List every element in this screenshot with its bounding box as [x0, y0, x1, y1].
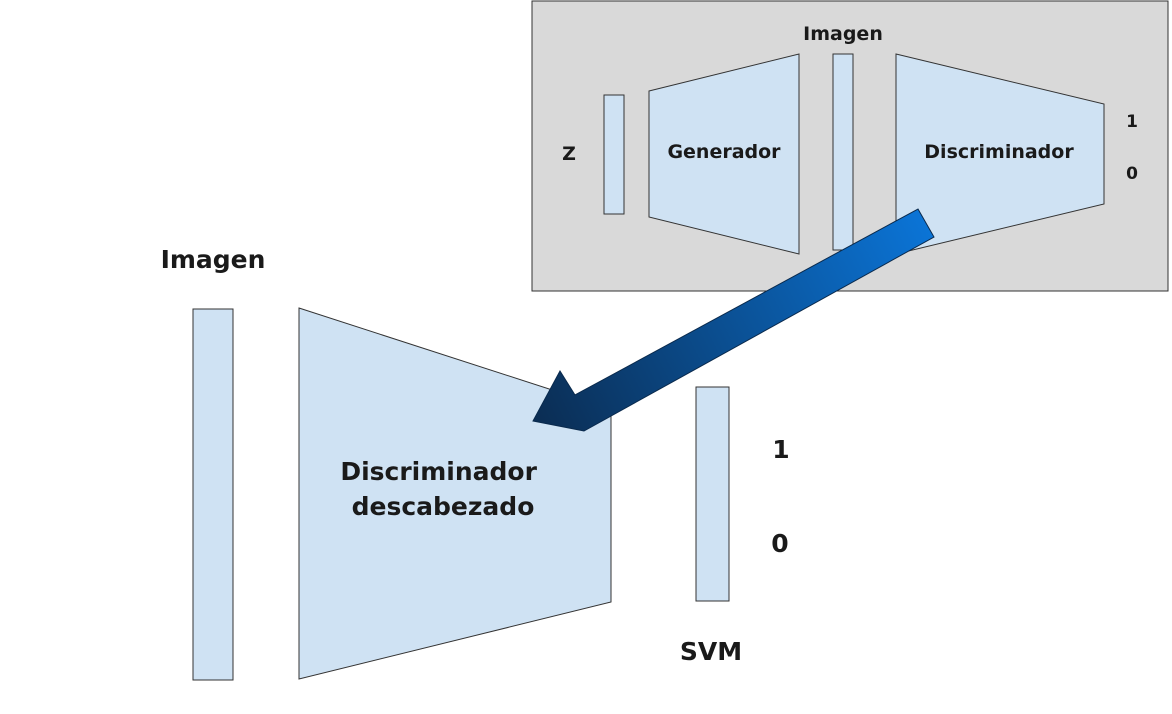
main-pipeline: Imagen Discriminador descabezado 1 0 SVM — [161, 245, 790, 681]
svm-output-zero: 0 — [771, 529, 788, 558]
headless-label-line2: descabezado — [352, 492, 535, 521]
inset-image-block — [832, 53, 854, 251]
inset-output-zero: 0 — [1126, 164, 1138, 184]
inset-output-one: 1 — [1126, 112, 1138, 132]
transfer-arrow — [532, 208, 935, 432]
main-image-label: Imagen — [161, 245, 266, 274]
headless-discriminator-block — [298, 307, 612, 680]
discriminator-block — [895, 53, 1105, 255]
svm-output-one: 1 — [772, 435, 789, 464]
generator-label: Generador — [667, 141, 781, 163]
svm-block — [695, 386, 730, 602]
z-label: Z — [562, 143, 576, 165]
headless-discriminator-label: Discriminador descabezado — [340, 457, 545, 521]
main-image-block — [192, 308, 234, 681]
generator-block — [648, 53, 800, 255]
inset-image-label: Imagen — [803, 23, 883, 45]
svm-label: SVM — [680, 637, 742, 666]
discriminator-label: Discriminador — [924, 141, 1074, 163]
z-vector-block — [603, 94, 625, 215]
headless-label-line1: Discriminador — [340, 457, 537, 486]
gan-inset-panel: Imagen Z Generador Discriminador 1 0 — [531, 0, 1169, 292]
